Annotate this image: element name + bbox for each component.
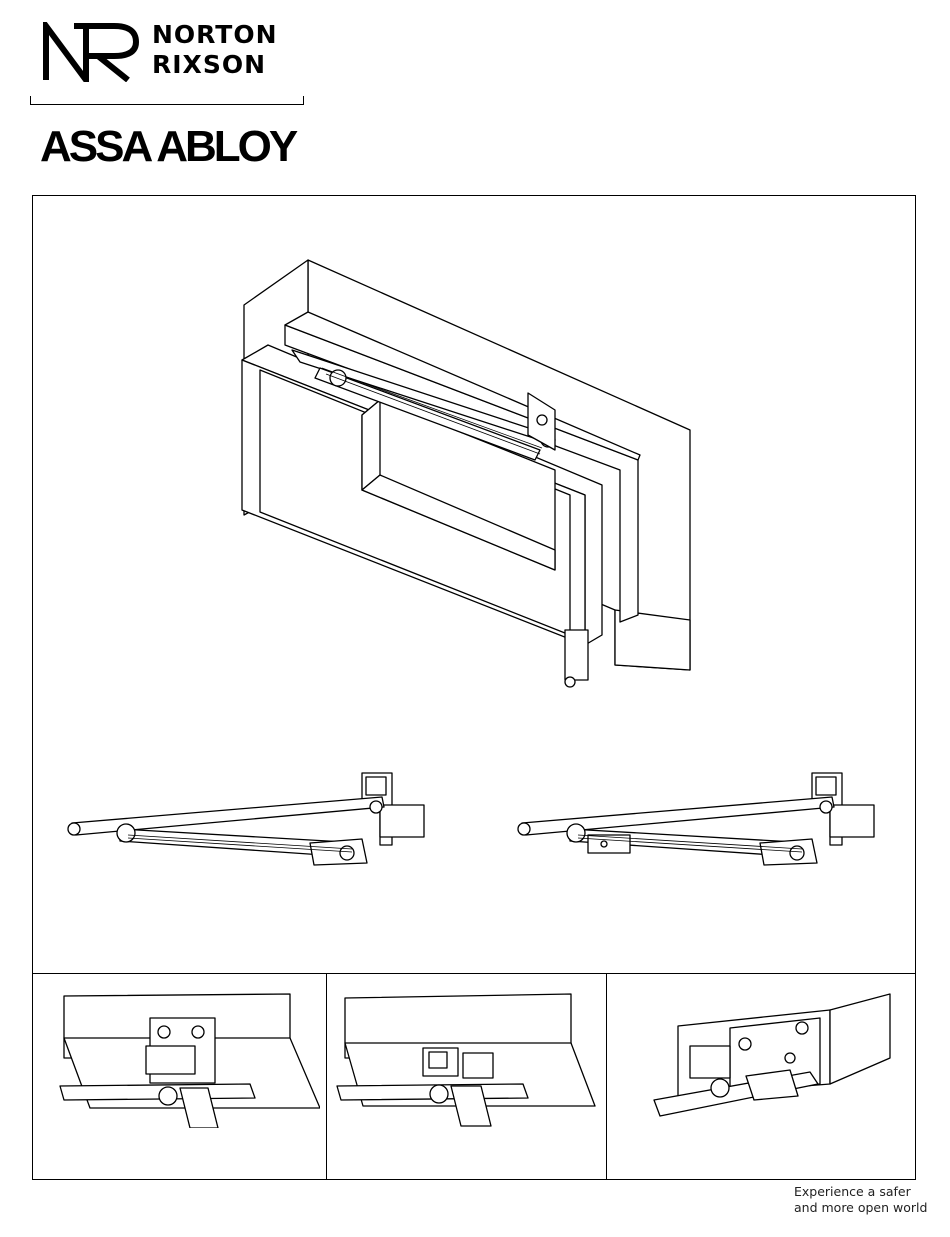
- door-closer-isometric-illustration: [230, 250, 710, 700]
- brand-name-line1: NORTON: [152, 20, 278, 49]
- tagline-line1: Experience a safer: [794, 1184, 927, 1200]
- parent-brand: ASSA ABLOY: [40, 122, 295, 172]
- shoe-detail-1-illustration: [50, 988, 320, 1128]
- arm-assembly-illustration: [62, 765, 442, 875]
- frame-divider: [326, 973, 327, 1180]
- brand-name-line2: RIXSON: [152, 50, 266, 79]
- shoe-detail-2-illustration: [333, 988, 598, 1128]
- brand-logo: NORTON RIXSON: [30, 18, 310, 118]
- tagline: Experience a safer and more open world: [794, 1184, 927, 1216]
- frame-divider: [33, 973, 915, 974]
- shoe-detail-3-illustration: [650, 988, 895, 1128]
- nr-monogram-icon: [42, 22, 142, 82]
- tagline-line2: and more open world: [794, 1200, 927, 1216]
- arm-assembly-with-bracket-illustration: [512, 765, 892, 875]
- logo-divider: [30, 96, 304, 105]
- frame-divider: [606, 973, 607, 1180]
